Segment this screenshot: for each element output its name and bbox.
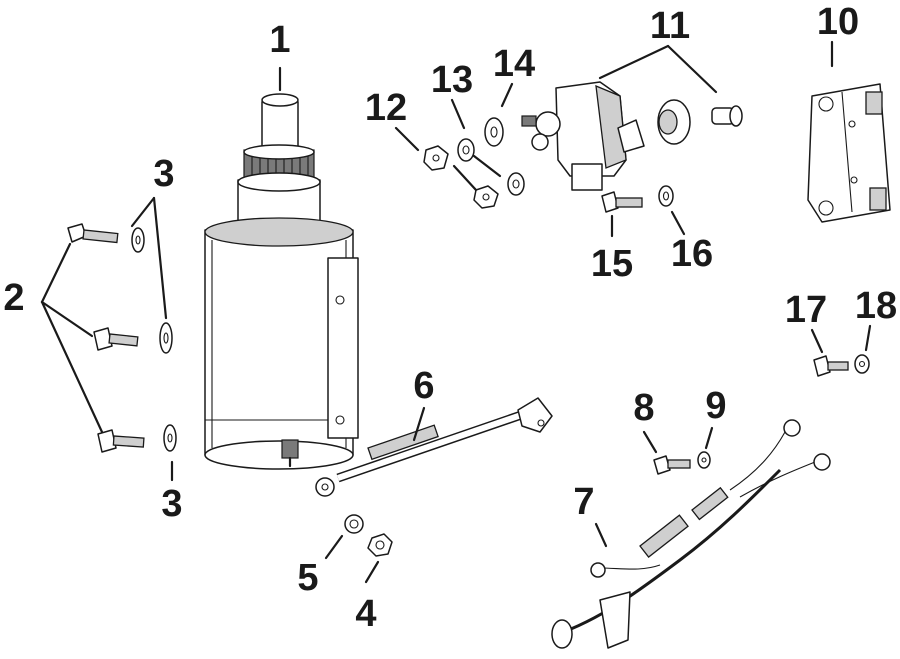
callout-18: 18 — [855, 285, 897, 327]
bracket-10 — [807, 83, 891, 223]
nut-12 — [423, 145, 449, 171]
washer-14 — [484, 117, 504, 147]
bolt-15 — [601, 191, 643, 213]
callout-1: 1 — [269, 19, 290, 61]
callout-labels: 1 2 3 3 4 5 6 7 8 9 10 11 12 13 14 15 16… — [3, 1, 897, 635]
bolt-8 — [653, 455, 691, 475]
starter-motor — [204, 93, 359, 470]
callout-7: 7 — [573, 481, 594, 523]
bolt-17 — [813, 355, 849, 377]
bolt-2a — [67, 223, 119, 244]
bolt-2c — [97, 429, 145, 453]
lock-washer-13 — [457, 138, 475, 162]
cable-6 — [315, 397, 553, 497]
callout-4: 4 — [355, 593, 376, 635]
washer-3a — [131, 227, 145, 253]
callout-13: 13 — [431, 59, 473, 101]
callout-11: 11 — [650, 5, 690, 47]
callout-9: 9 — [705, 385, 726, 427]
washer-9 — [697, 451, 711, 469]
washer-3c — [163, 424, 177, 452]
nut-12b — [473, 185, 499, 209]
washer-16 — [658, 185, 674, 207]
leader-lines — [40, 40, 872, 584]
callout-16: 16 — [671, 233, 713, 275]
callout-2: 2 — [3, 277, 24, 319]
callout-3-upper: 3 — [153, 153, 174, 195]
callout-17: 17 — [785, 289, 827, 331]
solenoid-11 — [521, 81, 743, 191]
wire-harness-7 — [551, 419, 831, 649]
lock-washer-5 — [344, 514, 364, 534]
nut-4 — [367, 533, 393, 557]
callout-6: 6 — [413, 365, 434, 407]
callout-14: 14 — [493, 43, 535, 85]
callout-3-lower: 3 — [161, 483, 182, 525]
bolt-2b — [93, 327, 139, 351]
washer-3b — [159, 322, 173, 354]
callout-5: 5 — [297, 557, 318, 599]
washer-18 — [854, 354, 870, 374]
callout-12: 12 — [365, 87, 407, 129]
callout-8: 8 — [633, 387, 654, 429]
lock-washer-13b — [507, 172, 525, 196]
callout-10: 10 — [817, 1, 859, 43]
callout-15: 15 — [591, 243, 633, 285]
